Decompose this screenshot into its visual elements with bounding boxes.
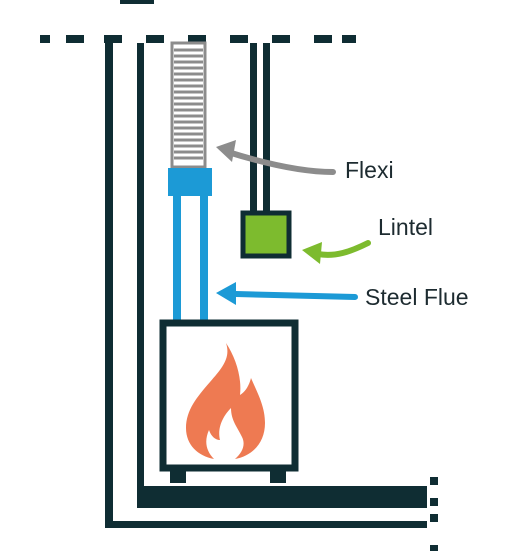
hearth-floor [105,486,427,528]
lintel-label: Lintel [378,214,433,240]
stove [159,319,299,483]
outer-wall-left [105,43,113,528]
chimney-wall-right-outer [263,43,270,215]
lintel-block [240,210,292,259]
flexi-liner [170,41,207,169]
steel-flue-pipe [173,196,208,320]
top-mark [120,0,154,4]
flame-icon [186,343,265,459]
flue-collar [168,168,212,196]
flexi-callout: Flexi [216,140,394,183]
lintel-callout: Lintel [302,214,433,264]
steel-flue-callout: Steel Flue [216,282,469,310]
steel-flue-label: Steel Flue [365,284,469,310]
inner-wall-left [137,43,144,508]
flexi-label: Flexi [345,157,394,183]
floor-edge-dashes [430,477,438,551]
chimney-wall-right-inner [250,43,257,215]
ceiling-dashed-line [40,35,356,43]
